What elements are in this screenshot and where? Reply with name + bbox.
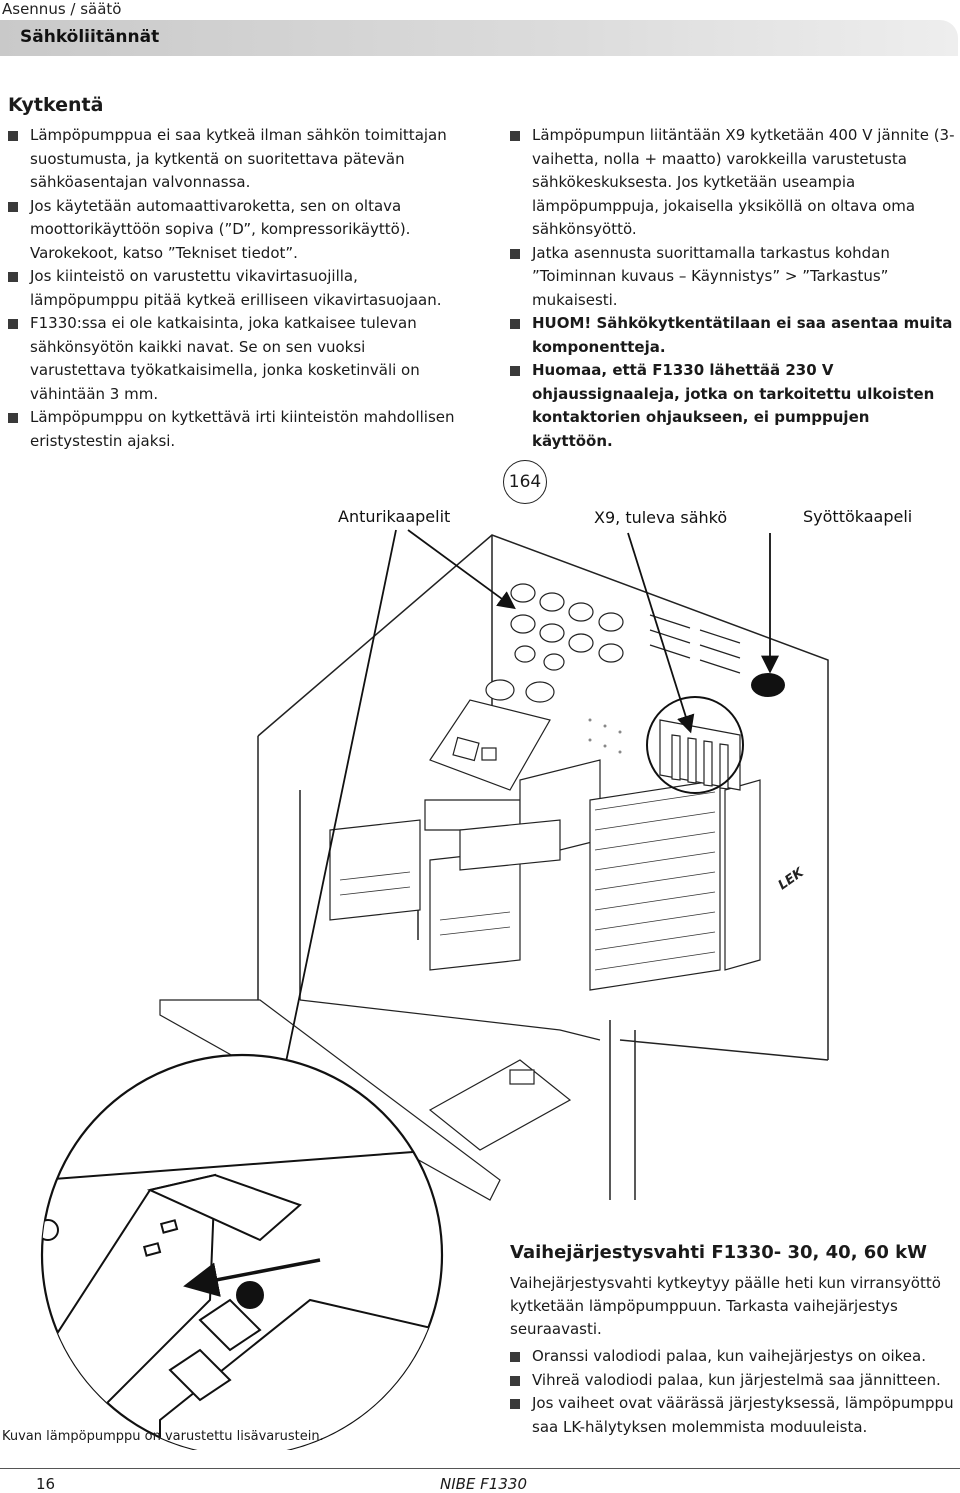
list-item: Vihreä valodiodi palaa, kun järjestelmä … xyxy=(510,1369,958,1393)
brand-mark: LEK xyxy=(776,865,808,893)
phase-bullet-list: Oranssi valodiodi palaa, kun vaihejärjes… xyxy=(510,1345,958,1439)
left-bullet-list: Lämpöpumppua ei saa kytkeä ilman sähkön … xyxy=(8,124,460,453)
x9-zoom-circle xyxy=(646,696,744,794)
list-item: Jos vaiheet ovat väärässä järjestyksessä… xyxy=(510,1392,958,1439)
din-rail-components xyxy=(329,759,761,991)
terminal-rows xyxy=(339,791,716,971)
callout-x9: X9, tuleva sähkö xyxy=(594,508,728,527)
dotted-panel xyxy=(588,718,622,754)
callout-sensor-cables: Anturikaapelit xyxy=(338,507,451,526)
page-title: Sähköliitännät xyxy=(20,27,160,47)
phase-heading: Vaihejärjestysvahti F1330- 30, 40, 60 kW xyxy=(510,1242,927,1263)
warning-item: Huomaa, että F1330 lähettää 230 V ohjaus… xyxy=(510,359,955,453)
figure-caption: Kuvan lämpöpumppu on varustettu lisävaru… xyxy=(2,1429,324,1444)
knockout-holes xyxy=(485,583,624,703)
list-item: Lämpöpumppu on kytkettävä irti kiinteist… xyxy=(8,406,460,453)
figure-number: 164 xyxy=(503,460,547,504)
list-item: Lämpöpumpun liitäntään X9 kytketään 400 … xyxy=(510,124,955,242)
list-item: Jos kiinteistö on varustettu vikavirtasu… xyxy=(8,265,460,312)
vent-slots xyxy=(649,614,741,674)
zoom-detail-circle xyxy=(40,1053,444,1450)
list-item: F1330:ssa ei ole katkaisinta, joka katka… xyxy=(8,312,460,406)
kytkenta-heading: Kytkentä xyxy=(8,94,104,116)
supply-cable-gland xyxy=(751,673,785,697)
footer-brand: NIBE F1330 xyxy=(440,1475,527,1493)
title-bar: Sähköliitännät xyxy=(0,20,958,56)
section-breadcrumb: Asennus / säätö xyxy=(2,0,122,18)
control-board xyxy=(429,699,551,791)
right-bullet-list: Lämpöpumpun liitäntään X9 kytketään 400 … xyxy=(510,124,955,453)
warning-item: HUOM! Sähkökytkentätilaan ei saa asentaa… xyxy=(510,312,955,359)
list-item: Jatka asennusta suorittamalla tarkastus … xyxy=(510,242,955,313)
callout-supply-cable: Syöttökaapeli xyxy=(803,507,913,526)
footer-divider xyxy=(0,1468,960,1469)
page-number: 16 xyxy=(36,1475,56,1493)
heat-pump-electrical-diagram: LEK xyxy=(40,529,829,1450)
phase-description: Vaihejärjestysvahti kytkeytyy päälle het… xyxy=(510,1274,941,1338)
list-item: Oranssi valodiodi palaa, kun vaihejärjes… xyxy=(510,1345,958,1369)
list-item: Lämpöpumppua ei saa kytkeä ilman sähkön … xyxy=(8,124,460,195)
list-item: Jos käytetään automaattivaroketta, sen o… xyxy=(8,195,460,266)
